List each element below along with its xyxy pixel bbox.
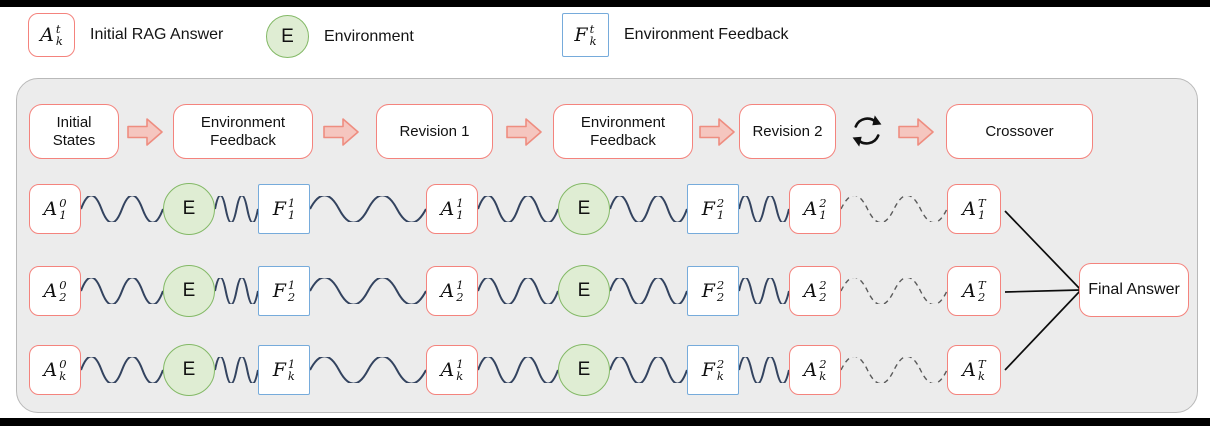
wave-connector	[215, 357, 258, 383]
math-sub: k	[55, 34, 63, 48]
stage-environment-feedback-2: Environment Feedback	[553, 104, 693, 159]
wave-connector	[310, 278, 426, 304]
legend-label: Environment	[324, 27, 414, 45]
flow-arrow-icon	[699, 118, 735, 146]
flow-arrow-icon	[127, 118, 163, 146]
dashed-wave-connector	[841, 278, 947, 304]
wave-connector	[81, 278, 163, 304]
math-sub: k	[589, 34, 597, 48]
wave-connector	[478, 196, 558, 222]
legend-label: Initial RAG Answer	[90, 26, 224, 43]
stage-environment-feedback-1: Environment Feedback	[173, 104, 313, 159]
wave-connector	[215, 278, 258, 304]
stage-revision-1: Revision 1	[376, 104, 493, 159]
flow-arrow-icon	[898, 118, 934, 146]
math-sup: t	[589, 21, 595, 36]
wave-connector	[610, 196, 687, 222]
stage-crossover: Crossover	[946, 104, 1093, 159]
wave-connector	[610, 278, 687, 304]
wave-connector	[739, 196, 789, 222]
wave-connector	[739, 357, 789, 383]
wave-connector	[739, 278, 789, 304]
wave-connector	[81, 196, 163, 222]
diagram-panel: Initial States Environment Feedback Revi…	[16, 78, 1198, 413]
wave-connector	[215, 196, 258, 222]
stage-initial-states: Initial States	[29, 104, 119, 159]
wave-connector	[310, 196, 426, 222]
environment-node: E	[558, 183, 610, 235]
legend-label: Environment Feedback	[624, 26, 789, 43]
environment-node: E	[558, 265, 610, 317]
wave-connector	[478, 357, 558, 383]
cycle-icon	[852, 115, 882, 147]
final-answer-box: Final Answer	[1079, 263, 1189, 317]
wave-connector	[478, 278, 558, 304]
flow-arrow-icon	[323, 118, 359, 146]
legend-item-environment: E Environment	[266, 15, 414, 58]
dashed-wave-connector	[841, 196, 947, 222]
environment-node: E	[163, 265, 215, 317]
environment-node: E	[558, 344, 610, 396]
math-base: A	[40, 23, 54, 46]
environment-node: E	[163, 344, 215, 396]
top-letterbox-bar	[0, 0, 1210, 7]
bottom-letterbox-bar	[0, 418, 1210, 426]
math-base: F	[574, 23, 588, 46]
wave-connector	[310, 357, 426, 383]
flow-arrow-icon	[506, 118, 542, 146]
wave-connector	[81, 357, 163, 383]
environment-node: E	[163, 183, 215, 235]
math-sup: t	[55, 21, 61, 36]
stage-revision-2: Revision 2	[739, 104, 836, 159]
environment-letter: E	[281, 25, 294, 47]
wave-connector	[610, 357, 687, 383]
environment-symbol-circle: E	[266, 15, 309, 58]
dashed-wave-connector	[841, 357, 947, 383]
